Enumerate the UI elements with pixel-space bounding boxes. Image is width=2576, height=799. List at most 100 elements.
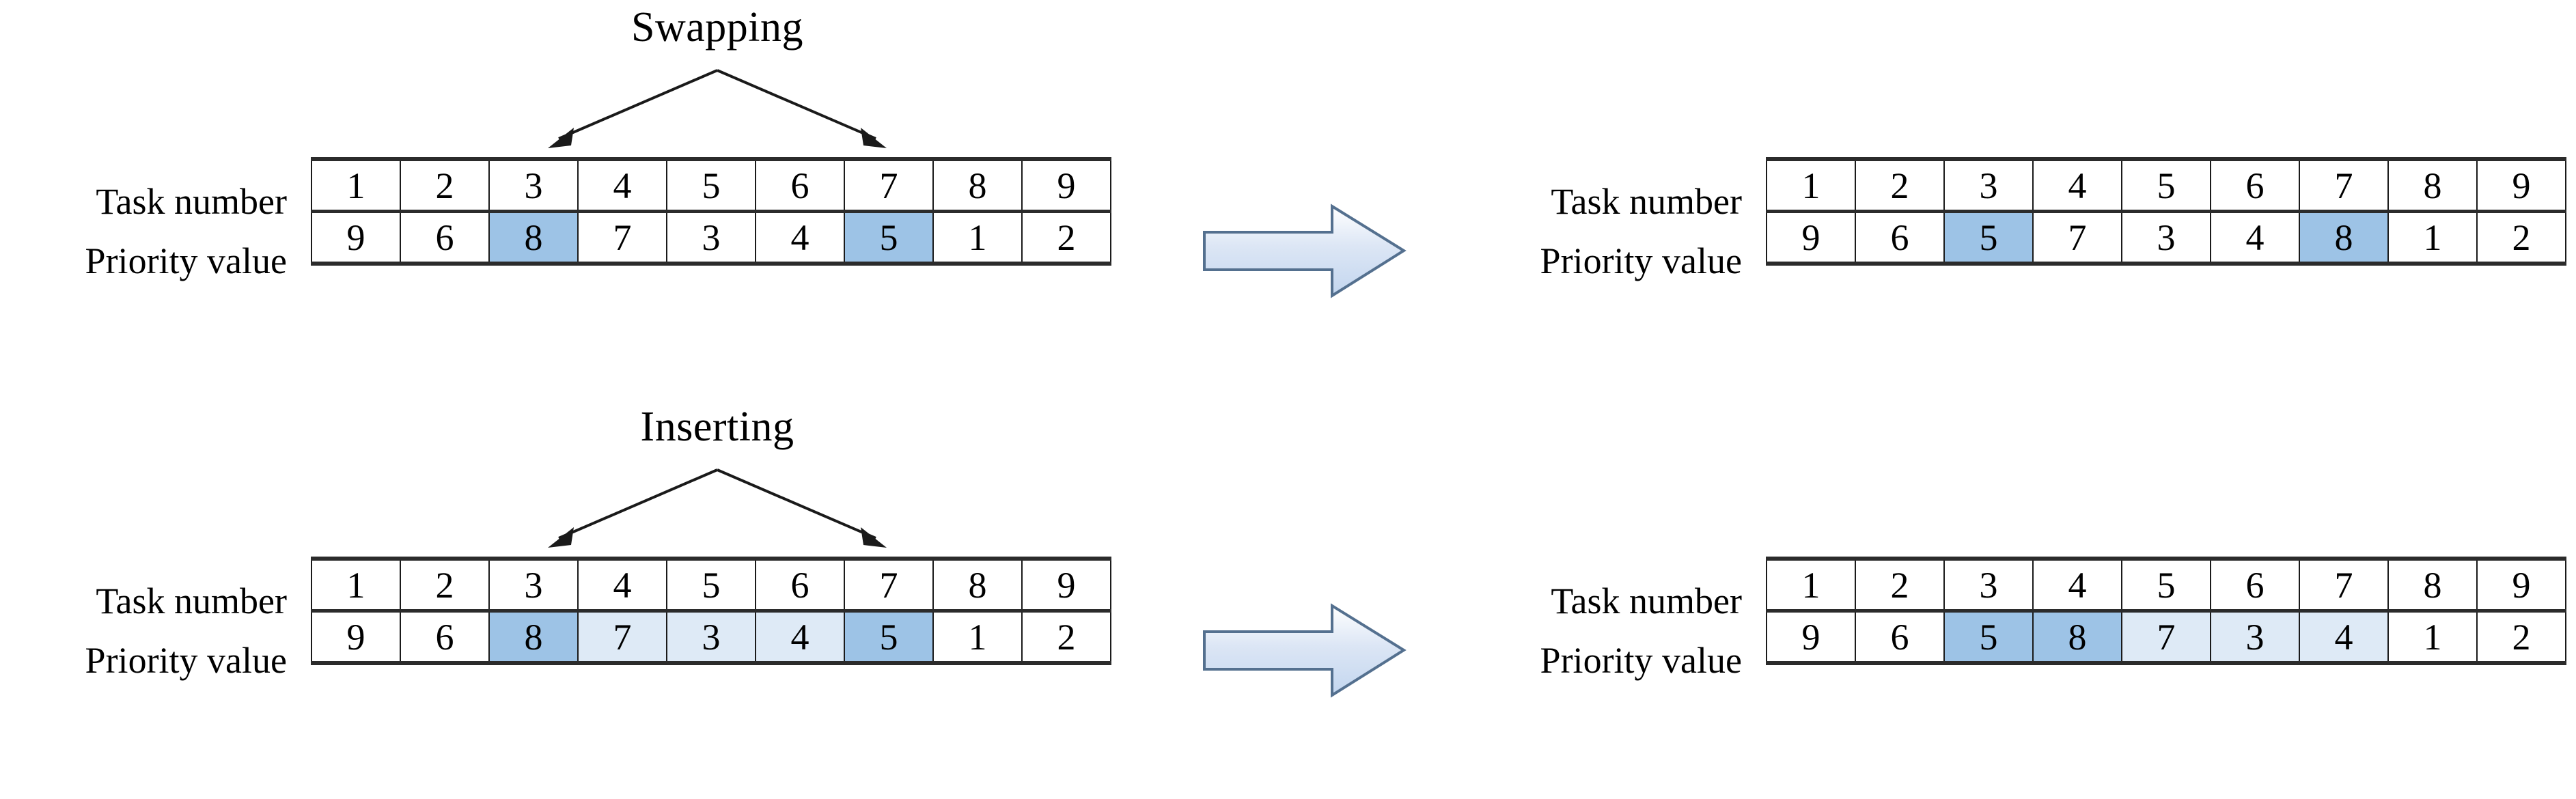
cell-priority-value: 7 xyxy=(577,210,667,264)
table-row-task-number: 1 2 3 4 5 6 7 8 9 xyxy=(1766,558,2566,613)
cell-priority-value: 7 xyxy=(2121,610,2211,664)
cell-priority-value: 4 xyxy=(2299,610,2389,664)
cell-task-number: 4 xyxy=(577,558,667,613)
cell-priority-value: 5 xyxy=(844,210,934,264)
row-label-priority-value-right: Priority value xyxy=(1540,640,1742,681)
cell-priority-value: 2 xyxy=(2476,210,2566,264)
table-row-task-number: 1 2 3 4 5 6 7 8 9 xyxy=(1766,158,2566,213)
cell-task-number: 5 xyxy=(666,158,756,213)
cell-task-number: 9 xyxy=(1021,158,1111,213)
cell-task-number: 3 xyxy=(1943,558,2034,613)
cell-task-number: 9 xyxy=(2476,558,2566,613)
cell-priority-value: 5 xyxy=(844,610,934,664)
cell-task-number: 3 xyxy=(1943,158,2034,213)
cell-task-number: 1 xyxy=(1766,558,1856,613)
cell-priority-value: 4 xyxy=(755,210,845,264)
cell-task-number: 5 xyxy=(666,558,756,613)
cell-priority-value: 7 xyxy=(2032,210,2122,264)
row-label-task-number-left: Task number xyxy=(96,580,287,621)
cell-priority-value: 7 xyxy=(577,610,667,664)
row-label-priority-value-left: Priority value xyxy=(85,240,287,281)
cell-task-number: 4 xyxy=(577,158,667,213)
row-label-task-number-left: Task number xyxy=(96,181,287,222)
cell-task-number: 1 xyxy=(311,158,401,213)
cell-task-number: 4 xyxy=(2032,558,2122,613)
table-row-task-number: 1 2 3 4 5 6 7 8 9 xyxy=(311,558,1111,613)
cell-priority-value: 6 xyxy=(400,210,490,264)
cell-priority-value: 9 xyxy=(311,610,401,664)
swapping-before-table: 1 2 3 4 5 6 7 8 9 9 6 8 7 3 4 5 1 2 xyxy=(311,157,1111,266)
cell-task-number: 7 xyxy=(844,558,934,613)
cell-task-number: 9 xyxy=(1021,558,1111,613)
cell-task-number: 3 xyxy=(488,158,579,213)
inserting-after-table: 1 2 3 4 5 6 7 8 9 9 6 5 8 7 3 4 1 2 xyxy=(1766,557,2566,665)
cell-task-number: 7 xyxy=(2299,158,2389,213)
cell-priority-value: 5 xyxy=(1943,210,2034,264)
cell-task-number: 1 xyxy=(311,558,401,613)
v-double-arrow-icon xyxy=(505,65,929,154)
cell-task-number: 6 xyxy=(755,558,845,613)
block-arrow-right-icon xyxy=(1199,598,1411,703)
cell-task-number: 8 xyxy=(932,558,1023,613)
cell-priority-value: 4 xyxy=(755,610,845,664)
cell-priority-value: 3 xyxy=(666,610,756,664)
cell-task-number: 2 xyxy=(400,158,490,213)
cell-priority-value: 1 xyxy=(2387,610,2478,664)
cell-priority-value: 6 xyxy=(400,610,490,664)
cell-task-number: 2 xyxy=(1855,558,1945,613)
swapping-operation-label: Swapping xyxy=(631,4,803,51)
cell-task-number: 2 xyxy=(1855,158,1945,213)
cell-priority-value: 8 xyxy=(488,610,579,664)
block-arrow-right-icon xyxy=(1199,198,1411,304)
v-double-arrow-icon xyxy=(505,464,929,553)
cell-priority-value: 1 xyxy=(932,210,1023,264)
cell-priority-value: 1 xyxy=(2387,210,2478,264)
cell-task-number: 8 xyxy=(932,158,1023,213)
cell-priority-value: 9 xyxy=(1766,610,1856,664)
swapping-panel: Swapping Task number Priority value 1 2 … xyxy=(85,4,2566,304)
cell-priority-value: 9 xyxy=(1766,210,1856,264)
cell-priority-value: 3 xyxy=(666,210,756,264)
cell-task-number: 2 xyxy=(400,558,490,613)
cell-task-number: 7 xyxy=(844,158,934,213)
cell-task-number: 9 xyxy=(2476,158,2566,213)
cell-task-number: 4 xyxy=(2032,158,2122,213)
cell-priority-value: 9 xyxy=(311,210,401,264)
cell-priority-value: 4 xyxy=(2210,210,2300,264)
inserting-panel: Inserting Task number Priority value 1 2… xyxy=(0,400,2576,799)
cell-task-number: 6 xyxy=(2210,558,2300,613)
table-row-task-number: 1 2 3 4 5 6 7 8 9 xyxy=(311,158,1111,213)
cell-priority-value: 3 xyxy=(2210,610,2300,664)
cell-task-number: 5 xyxy=(2121,158,2211,213)
cell-task-number: 3 xyxy=(488,558,579,613)
cell-task-number: 1 xyxy=(1766,158,1856,213)
cell-task-number: 6 xyxy=(2210,158,2300,213)
inserting-before-table: 1 2 3 4 5 6 7 8 9 9 6 8 7 3 4 5 1 2 xyxy=(311,557,1111,665)
row-label-task-number-right: Task number xyxy=(1551,181,1742,222)
inserting-operation-label: Inserting xyxy=(640,404,794,450)
row-label-task-number-right: Task number xyxy=(1551,580,1742,621)
cell-priority-value: 1 xyxy=(932,610,1023,664)
cell-priority-value: 6 xyxy=(1855,210,1945,264)
cell-priority-value: 2 xyxy=(1021,610,1111,664)
cell-task-number: 8 xyxy=(2387,558,2478,613)
table-row-priority-value: 9 6 5 8 7 3 4 1 2 xyxy=(1766,610,2566,664)
cell-priority-value: 8 xyxy=(2032,610,2122,664)
table-row-priority-value: 9 6 8 7 3 4 5 1 2 xyxy=(311,210,1111,264)
table-row-priority-value: 9 6 8 7 3 4 5 1 2 xyxy=(311,610,1111,664)
cell-task-number: 7 xyxy=(2299,558,2389,613)
cell-task-number: 8 xyxy=(2387,158,2478,213)
cell-priority-value: 2 xyxy=(2476,610,2566,664)
cell-priority-value: 5 xyxy=(1943,610,2034,664)
cell-priority-value: 6 xyxy=(1855,610,1945,664)
cell-priority-value: 8 xyxy=(2299,210,2389,264)
row-label-priority-value-right: Priority value xyxy=(1540,240,1742,281)
cell-priority-value: 3 xyxy=(2121,210,2211,264)
row-label-priority-value-left: Priority value xyxy=(85,640,287,681)
cell-task-number: 5 xyxy=(2121,558,2211,613)
cell-priority-value: 2 xyxy=(1021,210,1111,264)
table-row-priority-value: 9 6 5 7 3 4 8 1 2 xyxy=(1766,210,2566,264)
swapping-after-table: 1 2 3 4 5 6 7 8 9 9 6 5 7 3 4 8 1 2 xyxy=(1766,157,2566,266)
cell-priority-value: 8 xyxy=(488,210,579,264)
cell-task-number: 6 xyxy=(755,158,845,213)
